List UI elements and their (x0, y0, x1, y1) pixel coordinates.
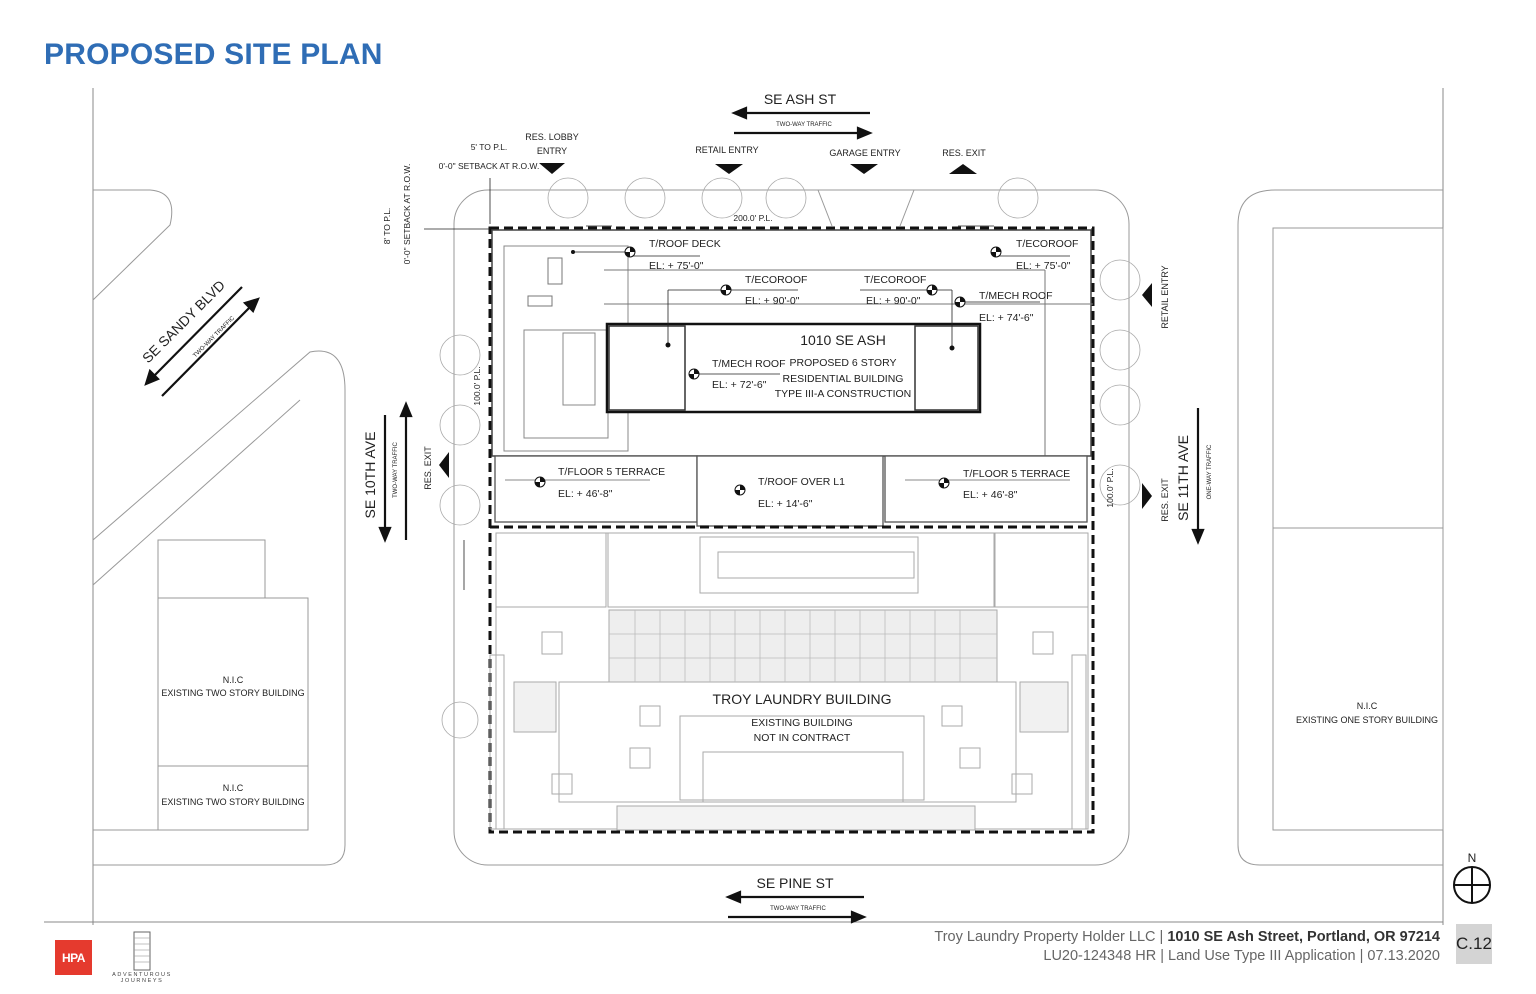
street-se-ash: SE ASH ST (764, 91, 837, 107)
left-block (92, 189, 346, 866)
label-dim-100-right: 100.0' P.L. (1105, 468, 1115, 507)
building-line-1: PROPOSED 6 STORY (790, 357, 897, 369)
elev-mech-roof-e-value: EL: + 74'-6" (979, 312, 1034, 324)
footer-line-1: Troy Laundry Property Holder LLC | 1010 … (934, 929, 1440, 945)
street-se-11th: SE 11TH AVE (1175, 435, 1191, 521)
street-se-pine: SE PINE ST (756, 875, 833, 891)
elev-ecoroof-2-value: EL: + 90'-0" (866, 295, 921, 307)
building-icon (133, 931, 151, 971)
north-label: N (1468, 851, 1477, 865)
elev-roof-l1-label: T/ROOF OVER L1 (758, 476, 845, 488)
traffic-11th: ONE-WAY TRAFFIC (1207, 444, 1213, 499)
right-block (1237, 189, 1444, 866)
nic-label-2: N.I.C (223, 783, 244, 793)
elev-ecoroof-ne-value: EL: + 75'-0" (1016, 260, 1071, 272)
label-side-setback: 0'-0" SETBACK AT R.O.W. (402, 164, 412, 265)
label-garage-entry: GARAGE ENTRY (829, 148, 900, 158)
elev-ecoroof-2-label: T/ECOROOF (864, 274, 926, 286)
elev-ecoroof-1-label: T/ECOROOF (745, 274, 807, 286)
elev-roof-deck-value: EL: + 75'-0" (649, 260, 704, 272)
traffic-ash: TWO-WAY TRAFFIC (776, 122, 832, 128)
elev-ecoroof-1-value: EL: + 90'-0" (745, 295, 800, 307)
footer-info: Troy Laundry Property Holder LLC | 1010 … (934, 928, 1440, 966)
elev-terrace-e-value: EL: + 46'-8" (963, 489, 1018, 501)
label-side-pl: 8' TO P.L. (382, 208, 392, 245)
elev-mech-roof-c-label: T/MECH ROOF (712, 358, 786, 370)
street-se-10th: SE 10TH AVE (362, 432, 378, 519)
label-dim-200: 200.0' P.L. (733, 213, 772, 223)
sheet-number: C.12 (1456, 924, 1492, 964)
troy-laundry-building (489, 532, 1089, 831)
elev-mech-roof-e-label: T/MECH ROOF (979, 290, 1053, 302)
label-res-exit-east: RES. EXIT (1160, 478, 1170, 522)
label-top-pl: 5' TO P.L. (471, 142, 508, 152)
label-res-lobby-entry: ENTRY (537, 146, 567, 156)
traffic-10th: TWO-WAY TRAFFIC (393, 441, 399, 497)
nic-label-1: N.I.C (223, 675, 244, 685)
elev-roof-deck-label: T/ROOF DECK (649, 238, 721, 250)
nic-one-story: EXISTING ONE STORY BUILDING (1296, 715, 1438, 725)
traffic-sandy: TWO-WAY TRAFFIC (192, 315, 236, 359)
traffic-arrows (144, 106, 1205, 924)
adventurous-journeys-logo: ADVENTUROUS JOURNEYS (104, 930, 180, 984)
footer-address: 1010 SE Ash Street, Portland, OR 97214 (1167, 929, 1440, 945)
entry-markers (439, 163, 1152, 509)
proposed-building (490, 229, 1093, 529)
label-res-lobby: RES. LOBBY (525, 132, 579, 142)
main-block-curb (453, 189, 1130, 866)
elev-ecoroof-ne-label: T/ECOROOF (1016, 238, 1078, 250)
building-name: 1010 SE ASH (800, 332, 886, 348)
elev-terrace-w-value: EL: + 46'-8" (558, 488, 613, 500)
setback-lines (424, 178, 994, 590)
logo-text: ADVENTUROUS JOURNEYS (112, 972, 172, 984)
traffic-pine: TWO-WAY TRAFFIC (770, 906, 826, 912)
hpa-logo: HPA (55, 940, 92, 975)
label-dim-100-left: 100.0' P.L. (472, 366, 482, 405)
street-trees (439, 177, 1141, 739)
elev-terrace-w-label: T/FLOOR 5 TERRACE (558, 466, 665, 478)
nic-two-story-2: EXISTING TWO STORY BUILDING (161, 797, 304, 807)
building-line-3: TYPE III-A CONSTRUCTION (775, 388, 912, 400)
elev-terrace-e-label: T/FLOOR 5 TERRACE (963, 468, 1070, 480)
label-retail-entry-east: RETAIL ENTRY (1160, 265, 1170, 328)
page-title: PROPOSED SITE PLAN (44, 38, 383, 71)
elevation-markers (534, 246, 1002, 496)
nic-label-3: N.I.C (1357, 701, 1378, 711)
label-top-setback: 0'-0" SETBACK AT R.O.W. (439, 161, 540, 171)
troy-grid (609, 610, 997, 682)
north-arrow-icon (1453, 866, 1491, 904)
elev-roof-l1-value: EL: + 14'-6" (758, 498, 813, 510)
troy-name: TROY LAUNDRY BUILDING (713, 691, 892, 707)
elev-mech-roof-c-value: EL: + 72'-6" (712, 379, 767, 391)
street-se-sandy: SE SANDY BLVD (139, 277, 228, 366)
troy-line-1: EXISTING BUILDING (751, 717, 853, 729)
driveway-lines (817, 189, 915, 227)
property-line (488, 226, 1095, 834)
nic-two-story-1: EXISTING TWO STORY BUILDING (161, 688, 304, 698)
elevation-leaders (573, 251, 1070, 375)
label-res-exit-top: RES. EXIT (942, 148, 986, 158)
footer-line-2: LU20-124348 HR | Land Use Type III Appli… (1043, 948, 1440, 964)
label-retail-entry: RETAIL ENTRY (695, 145, 758, 155)
troy-line-2: NOT IN CONTRACT (754, 732, 851, 744)
building-line-2: RESIDENTIAL BUILDING (783, 373, 904, 385)
label-res-exit-west: RES. EXIT (423, 446, 433, 490)
